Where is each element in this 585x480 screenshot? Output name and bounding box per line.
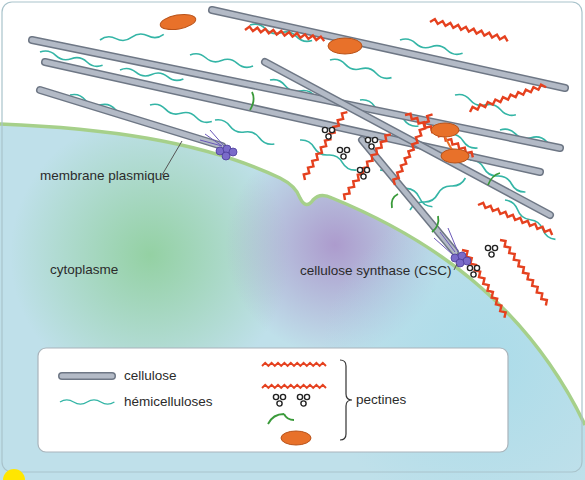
cytoplasm-fill bbox=[0, 100, 585, 480]
figure-frame bbox=[2, 2, 582, 472]
pectin-chain bbox=[500, 238, 549, 306]
pectin-side-chain bbox=[485, 245, 497, 257]
pectin-side-chain bbox=[357, 167, 369, 179]
pectin-side-chain bbox=[322, 127, 334, 139]
legend-sample bbox=[281, 431, 311, 445]
pectin-chain bbox=[391, 112, 432, 185]
csc-group bbox=[200, 130, 471, 267]
pectin-chain bbox=[342, 132, 391, 200]
figure-marker bbox=[3, 469, 25, 480]
legend-sample bbox=[62, 372, 112, 380]
pectin-chain bbox=[469, 83, 546, 112]
legend-box bbox=[38, 348, 508, 452]
hemicellulose bbox=[190, 53, 254, 69]
legend-sample bbox=[62, 374, 112, 379]
csc-subunit bbox=[456, 259, 464, 267]
hemicellulose bbox=[100, 32, 164, 43]
pectin-group bbox=[159, 12, 554, 318]
legend-sample bbox=[297, 394, 309, 406]
csc-fibres bbox=[200, 130, 224, 146]
cellulose-fibril bbox=[32, 40, 560, 148]
legend-label: hémicelluloses bbox=[124, 394, 213, 410]
cytoplasm bbox=[0, 100, 585, 480]
cytoplasm-shade bbox=[0, 100, 585, 480]
cytoplasm-shade bbox=[0, 100, 585, 480]
pectin-protein bbox=[441, 149, 469, 163]
pectin-chain bbox=[478, 201, 554, 235]
legend-label: pectines bbox=[356, 392, 406, 408]
pectin-side-chain bbox=[467, 265, 479, 277]
cellulose-fibril bbox=[212, 10, 565, 88]
part-label: cellulose synthase (CSC) bbox=[300, 263, 452, 279]
legend-label: cellulose bbox=[124, 368, 177, 384]
hemicellulose bbox=[149, 103, 212, 124]
pectin-protein bbox=[431, 123, 459, 137]
csc-subunit bbox=[222, 152, 230, 160]
pectin-branch bbox=[432, 216, 438, 232]
csc-fibres bbox=[434, 228, 458, 254]
part-label: cytoplasme bbox=[50, 262, 118, 278]
pectin-chain bbox=[302, 110, 348, 180]
leader-line bbox=[454, 264, 457, 270]
pectin-link bbox=[445, 137, 452, 150]
cellulose-fibril bbox=[32, 40, 560, 148]
pectin-side-chain bbox=[365, 137, 377, 149]
cellulose-fibril bbox=[40, 90, 222, 146]
pectin-chain bbox=[430, 18, 509, 41]
pectin-protein bbox=[159, 12, 197, 32]
legend-sample bbox=[262, 385, 326, 388]
pectin-chain bbox=[245, 26, 325, 41]
part-label: membrane plasmique bbox=[40, 168, 170, 184]
hemicellulose bbox=[329, 58, 392, 80]
pectin-chain bbox=[462, 248, 508, 318]
cellulose-fibril bbox=[40, 90, 222, 146]
pectin-side-chain bbox=[337, 147, 349, 159]
pectin-branch bbox=[250, 92, 254, 110]
pectin-protein bbox=[328, 38, 362, 54]
pectin-branch bbox=[488, 173, 500, 185]
hemicellulose bbox=[214, 118, 275, 147]
legend-bracket bbox=[340, 360, 352, 440]
legend-sample bbox=[262, 363, 326, 366]
legend-sample bbox=[268, 414, 294, 424]
cellulose-group bbox=[32, 10, 565, 252]
cytoplasm-shade bbox=[0, 100, 585, 480]
cellulose-fibril bbox=[212, 10, 565, 88]
legend-sample bbox=[60, 400, 114, 404]
pectin-branch bbox=[392, 194, 398, 208]
legend-sample bbox=[273, 394, 285, 406]
